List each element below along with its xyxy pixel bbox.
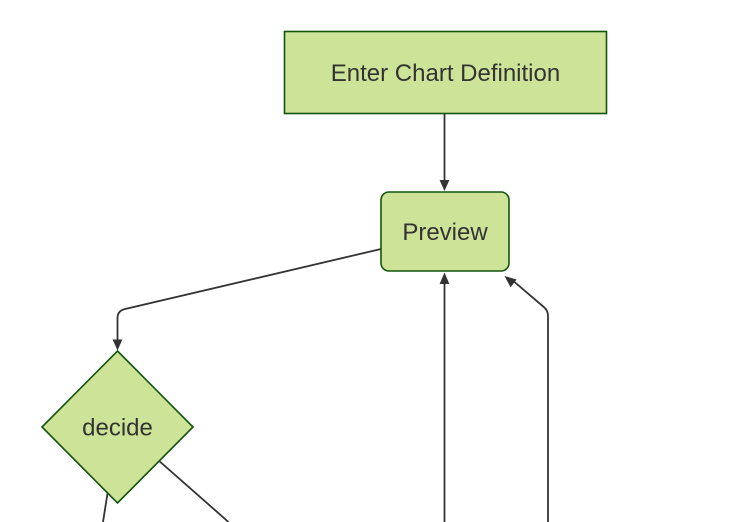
node-rounded-rectangle: [380, 191, 510, 272]
edge-line: [156, 458, 230, 522]
arrowhead-icon: [439, 272, 450, 284]
node-rectangle: [283, 30, 608, 115]
arrowhead-icon: [439, 180, 450, 191]
node-diamond: [40, 349, 195, 505]
edge-offscreen-right-to-preview: [504, 276, 549, 522]
edge-decide-to-offscreen-right: [156, 458, 230, 522]
node-label: Preview: [402, 219, 488, 246]
edge-preview-to-decide: [112, 248, 382, 351]
node-label: decide: [82, 414, 153, 441]
edge-offscreen-center-to-preview: [439, 272, 450, 522]
node-enter-chart-definition: Enter Chart Definition: [283, 30, 608, 115]
node-decide: decide: [40, 349, 195, 505]
edge-line: [102, 493, 109, 522]
arrowhead-icon: [112, 339, 123, 351]
edge-line: [116, 248, 382, 340]
edge-enter-to-preview: [439, 114, 450, 191]
arrowhead-icon: [504, 276, 517, 288]
node-preview: Preview: [380, 191, 510, 272]
edge-decide-to-offscreen-left: [102, 493, 109, 522]
node-label: Enter Chart Definition: [331, 60, 560, 87]
edge-line: [513, 281, 549, 522]
